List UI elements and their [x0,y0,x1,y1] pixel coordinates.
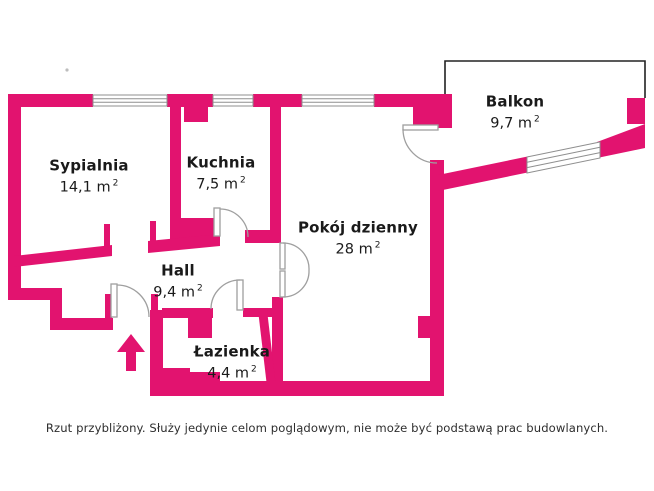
window-kitchen [212,94,254,107]
door-kitchen [213,207,249,238]
stray-dot [65,68,69,72]
room-name: Sypialnia [49,156,129,175]
room-name: Pokój dzienny [297,218,419,237]
window-living-room [301,94,375,107]
balcony-outline [444,60,646,98]
entrance-arrow [117,334,145,371]
window-balcony [526,141,601,174]
room-name: Łazienka [193,342,271,361]
door-living-room-double [279,242,310,298]
window-bedroom [92,94,168,107]
room-name: Hall [161,261,195,280]
room-name: Kuchnia [186,153,256,172]
door-entrance [110,283,150,318]
walls [8,94,645,396]
door-bathroom [210,279,244,311]
room-name: Balkon [485,92,545,111]
door-balcony [402,124,439,164]
disclaimer-caption: Rzut przybliżony. Służy jedynie celom po… [45,421,609,435]
